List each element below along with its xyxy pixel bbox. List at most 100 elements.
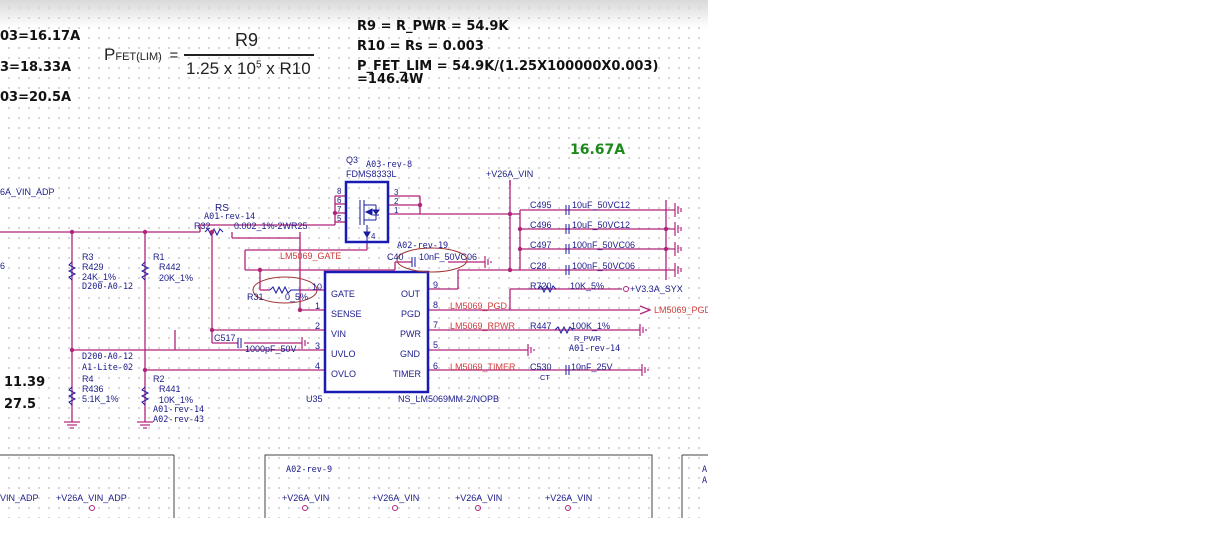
ic-pin-name: PWR (400, 329, 421, 339)
resistor-r32 (204, 227, 224, 237)
cap-value: 10uF_50VC12 (572, 220, 631, 230)
ground-symbol (527, 344, 535, 356)
resistor-r447 (554, 325, 574, 335)
r32-ref: R32 (194, 221, 211, 231)
den-exp: 5 (255, 59, 262, 71)
bottom-net: +V26A_VIN (282, 493, 330, 503)
den-text: 1.25 x 10 (186, 59, 256, 78)
junction-dot (517, 246, 523, 252)
net-stub (623, 286, 629, 292)
ic-pin-name: OVLO (331, 369, 357, 379)
c517-ref: C517 (214, 333, 236, 343)
junction-dot (142, 229, 148, 235)
r3-ref: R3 (82, 252, 94, 262)
cap-ref: C497 (530, 240, 552, 250)
ground-symbol (666, 203, 682, 217)
left-value: 11.39 (4, 375, 46, 390)
calc-line: R10 = Rs = 0.003 (357, 39, 484, 54)
r1-ref: R1 (153, 252, 165, 262)
r447-value: 100K_1% (571, 321, 611, 331)
formula-p: P (104, 45, 116, 64)
q3-part: FDMS8333L (346, 169, 397, 179)
bottom-mark: A (702, 476, 708, 486)
junction-dot (142, 367, 148, 373)
bottom-net: +V26A_VIN (372, 493, 420, 503)
ic-part: NS_LM5069MM-2/NOPB (398, 394, 500, 404)
junction-dot (209, 327, 215, 333)
offpage-arrow (639, 305, 652, 315)
bottom-rev: A02-rev-9 (286, 465, 333, 475)
ic-pin-name: GND (400, 349, 420, 359)
r1-name: R442 (159, 262, 181, 272)
bottom-net: VIN_ADP (0, 493, 39, 503)
junction-dot (507, 267, 513, 273)
r2-ref: R2 (153, 374, 165, 384)
ground-symbol (64, 421, 80, 429)
cap-ref: C496 (530, 220, 552, 230)
r3-value: 24K_1% (82, 272, 117, 282)
ground-symbol (137, 421, 153, 429)
gate-net-label: LM5069_GATE (280, 251, 342, 261)
formula-numerator: R9 (235, 30, 259, 50)
bottom-net: +V26A_VIN (455, 493, 503, 503)
cap-value: 10uF_50VC12 (572, 200, 631, 210)
q3-pin: 5 (337, 214, 342, 223)
ic-pin-name: SENSE (331, 309, 362, 319)
ic-pin-name: OUT (401, 289, 420, 299)
ic-pin-num: 4 (315, 361, 321, 371)
r2-value: 10K_1% (159, 395, 194, 405)
r720-ref: R720 (530, 281, 552, 291)
junction-dot (332, 210, 338, 216)
q3-ref: Q3 (346, 155, 359, 165)
r4-rev1: D200-A0-12 (82, 352, 134, 362)
r720-net: +V3.3A_SYX (630, 284, 683, 294)
ground-symbol (301, 337, 309, 349)
ground-symbol (666, 242, 682, 256)
bottom-mark: A (702, 465, 708, 475)
ic-ref: U35 (306, 394, 323, 404)
calc-text: 03=20.5A (0, 90, 72, 105)
r1-value: 20K_1% (159, 273, 194, 283)
formula-eq: = (169, 47, 179, 64)
resistor-r436 (67, 386, 77, 406)
calc-text: 03=16.17A (0, 29, 81, 44)
calc-text: 3=18.33A (0, 60, 72, 75)
resistor-r720 (537, 284, 557, 294)
r32-value: 0.002_1%-2WR25 (234, 221, 308, 231)
net-label-vin: +V26A_VIN (486, 169, 534, 179)
ground-symbol (641, 364, 649, 376)
ic-u35-body (323, 270, 430, 394)
r31-value: 0_5% (285, 292, 309, 302)
cap-value: 100nF_50VC06 (572, 261, 636, 271)
pgd-offpage-label: LM5069_PGD (654, 305, 708, 315)
r31-ref: R31 (247, 292, 264, 302)
net-stub (475, 505, 481, 511)
bottom-net: +V26A_VIN_ADP (56, 493, 127, 503)
ic-pin-num: 8 (433, 300, 439, 310)
c517-value: 1000pF_50V (245, 344, 297, 354)
left-value: 27.5 (4, 397, 37, 412)
ic-pin-num: 3 (315, 341, 321, 351)
r2-name: R441 (159, 384, 181, 394)
resistor-r429 (67, 261, 77, 281)
calc-line: P_FET_LIM = 54.9K/(1.25X100000X0.003) (357, 59, 659, 74)
cap-value: 100nF_50VC06 (572, 240, 636, 250)
c530-ref: C530 (530, 362, 552, 372)
q3-pin: 6 (337, 196, 342, 205)
c530-value: 10nF_25V (571, 362, 613, 372)
r447-rev: A01-rev-14 (569, 344, 621, 354)
net-stub (302, 505, 308, 511)
resistor-r31 (269, 285, 300, 295)
rs-label: RS (215, 203, 229, 214)
q3-pin: 1 (394, 206, 399, 215)
junction-dot (297, 307, 303, 313)
r447-ref: R447 (530, 321, 552, 331)
bottom-net: +V26A_VIN (545, 493, 593, 503)
cap-ref: C495 (530, 200, 552, 210)
ic-pin-name: UVLO (331, 349, 356, 359)
highlight-ellipse (396, 247, 468, 273)
ic-pin-num: 5 (433, 340, 439, 350)
ground-symbol (639, 324, 647, 336)
q3-pin: 3 (394, 188, 399, 197)
net-label-vin-adp: 6A_VIN_ADP (0, 187, 55, 197)
